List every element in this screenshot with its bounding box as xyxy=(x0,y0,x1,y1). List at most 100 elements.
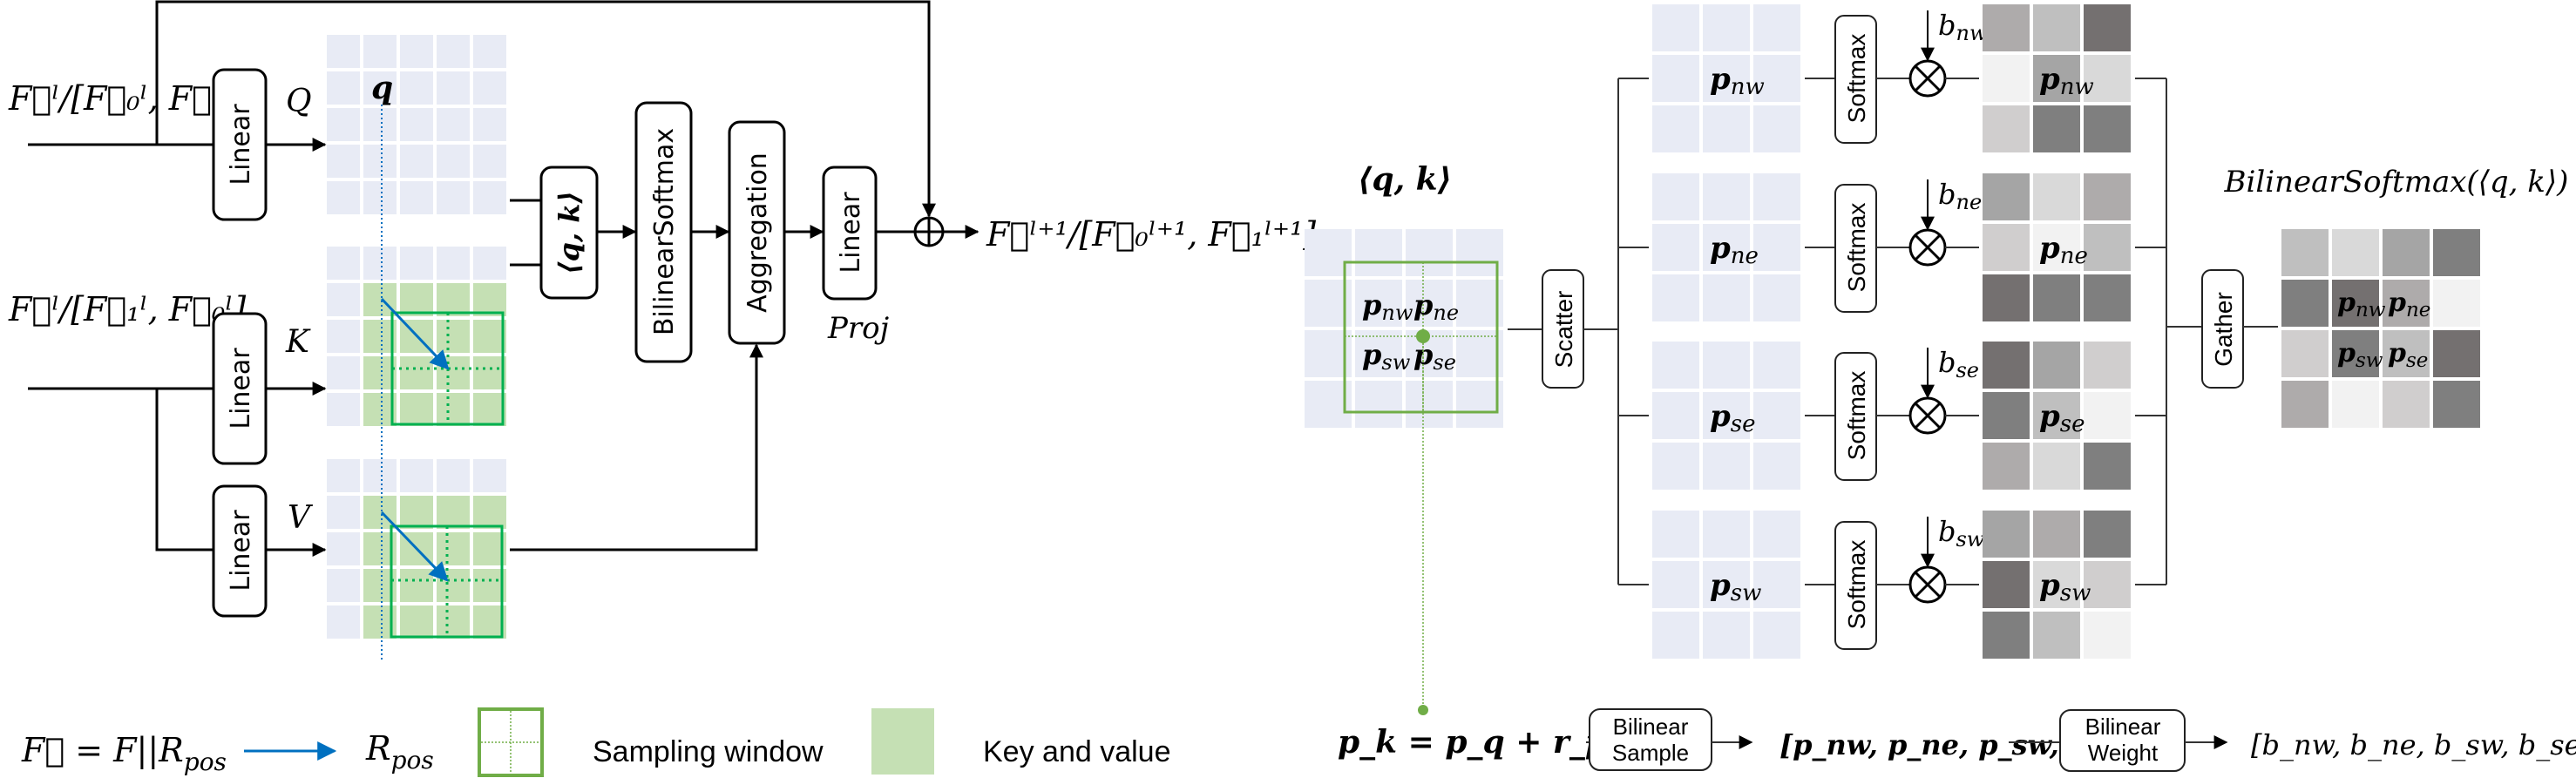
key-value-cell xyxy=(473,283,506,316)
grid-cell xyxy=(363,71,397,105)
left-diagram: F⃗ˡ/[F⃗₀ˡ, F⃗₁ˡ] F⃗ˡ/[F⃗₁ˡ, F⃗₀ˡ] Linear… xyxy=(8,0,1316,662)
weighted-cell xyxy=(2033,443,2080,490)
branch-score-cell xyxy=(1703,173,1750,220)
proj-caption: Proj xyxy=(827,311,890,346)
inner-product-label: ⟨q, k⟩ xyxy=(552,191,586,274)
key-value-cell xyxy=(400,356,433,389)
grid-cell xyxy=(327,247,360,280)
result-cell xyxy=(2281,381,2329,428)
branch-score-cell xyxy=(1652,392,1699,439)
grid-cell xyxy=(327,181,360,214)
grid-cell xyxy=(327,108,360,141)
grid-cell xyxy=(400,145,433,178)
branch-score-cell xyxy=(1652,612,1699,659)
weights-list: [b_nw, b_ne, b_sw, b_se] xyxy=(2251,728,2576,761)
weighted-cell xyxy=(1983,274,2030,321)
result-cell xyxy=(2332,330,2379,377)
key-value-cell xyxy=(400,496,433,529)
weighted-cell xyxy=(1983,561,2030,608)
key-value-cell xyxy=(437,496,470,529)
branch-score-cell xyxy=(1753,105,1800,152)
grid-cell xyxy=(437,108,470,141)
v-label: V xyxy=(288,500,314,536)
qk-sampling-window xyxy=(1343,260,1499,414)
qk-cell xyxy=(1355,229,1402,276)
multiply-icon xyxy=(1908,396,1947,435)
weighted-cell xyxy=(2033,173,2080,220)
key-value-cell xyxy=(473,393,506,426)
softmax-label: Softmax xyxy=(1843,203,1870,293)
q-token-label: q xyxy=(371,70,393,106)
weighted-cell xyxy=(2033,511,2080,558)
branch-score-cell xyxy=(1753,274,1800,321)
result-cell xyxy=(2433,280,2480,327)
qk-cell xyxy=(1406,381,1453,428)
branch-score-cell xyxy=(1703,561,1750,608)
branch-score-cell xyxy=(1652,55,1699,102)
grid-cell xyxy=(473,108,506,141)
branch-score-cell xyxy=(1753,561,1800,608)
key-value-cell xyxy=(400,283,433,316)
grid-cell xyxy=(327,532,360,565)
weighted-cell xyxy=(2084,274,2131,321)
result-cell xyxy=(2383,280,2430,327)
gather-label: Gather xyxy=(2210,292,2237,367)
legend-formula: F⃗ = F||Rpos xyxy=(21,731,227,776)
grid-cell xyxy=(363,459,397,492)
grid-cell xyxy=(473,459,506,492)
softmax-label: Softmax xyxy=(1843,371,1870,461)
result-cell xyxy=(2281,280,2329,327)
weighted-label-nw: pnw xyxy=(2039,62,2094,100)
grid-cell xyxy=(437,247,470,280)
bilinear-sample-label-1: Bilinear xyxy=(1613,714,1689,740)
branch-score-cell xyxy=(1703,612,1750,659)
branch-score-cell xyxy=(1753,612,1800,659)
bilinear-weight-label-1: Bilinear xyxy=(2085,714,2161,740)
weighted-cell xyxy=(2084,173,2131,220)
branch-score-cell xyxy=(1652,561,1699,608)
result-cell xyxy=(2281,330,2329,377)
multiply-icon xyxy=(1908,565,1947,604)
grid-cell xyxy=(400,35,433,68)
query-input-label: F⃗ˡ/[F⃗₀ˡ, F⃗₁ˡ] xyxy=(8,79,246,118)
branch-score-cell xyxy=(1703,392,1750,439)
branch-score-cell xyxy=(1652,173,1699,220)
bias-label-sw: bsw xyxy=(1938,515,1985,551)
branch-score-cell xyxy=(1753,173,1800,220)
value-branch-line xyxy=(155,389,214,551)
branch-score-label-sw: psw xyxy=(1710,568,1761,606)
result-cell xyxy=(2332,381,2379,428)
weighted-cell xyxy=(2033,561,2080,608)
weighted-cell xyxy=(1983,173,2030,220)
grid-cell xyxy=(363,108,397,141)
bilinear-sample-label-2: Sample xyxy=(1612,740,1689,766)
scatter-label: Scatter xyxy=(1550,291,1577,369)
qk-cell xyxy=(1355,330,1402,377)
grid-cell xyxy=(473,247,506,280)
weighted-label-ne: pne xyxy=(2039,231,2088,269)
weighted-cell xyxy=(1983,55,2030,102)
grid-cell xyxy=(473,181,506,214)
grid-cell xyxy=(437,145,470,178)
grid-cell xyxy=(473,71,506,105)
branch-score-cell xyxy=(1652,274,1699,321)
branch-score-label-se: pse xyxy=(1710,399,1756,437)
weighted-cell xyxy=(1983,224,2030,271)
grid-cell xyxy=(327,459,360,492)
result-cell xyxy=(2433,330,2480,377)
result-title: BilinearSoftmax(⟨q, k⟩) xyxy=(2224,165,2569,200)
key-value-input-label: F⃗ˡ/[F⃗₁ˡ, F⃗₀ˡ] xyxy=(8,290,246,328)
key-value-cell xyxy=(437,393,470,426)
weighted-cell xyxy=(2033,342,2080,389)
grid-cell xyxy=(363,247,397,280)
branch-score-cell xyxy=(1652,511,1699,558)
result-cell xyxy=(2433,381,2480,428)
weighted-cell xyxy=(2084,511,2131,558)
q-label: Q xyxy=(286,84,312,119)
grid-cell xyxy=(363,181,397,214)
grid-cell xyxy=(437,459,470,492)
result-label-ne: pne xyxy=(2388,288,2430,321)
branch-score-cell xyxy=(1703,511,1750,558)
